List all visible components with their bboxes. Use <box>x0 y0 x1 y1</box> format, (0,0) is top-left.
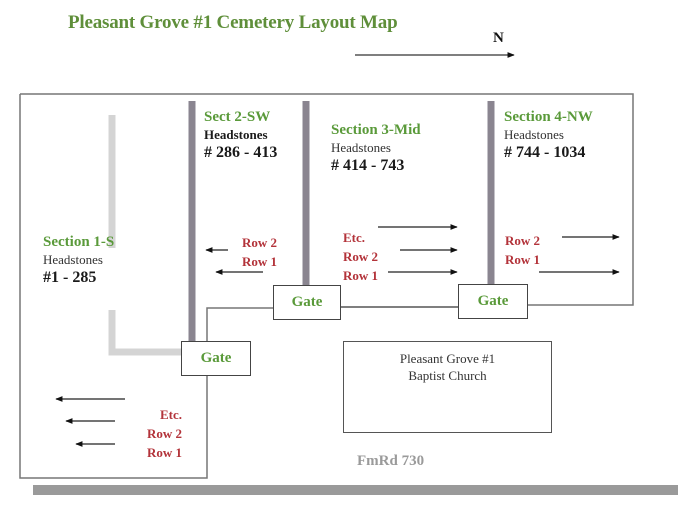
section-subtitle: Headstones <box>504 127 564 142</box>
cemetery-boundary <box>19 93 634 479</box>
section-subtitle: Headstones <box>331 140 391 155</box>
row-label: Row 2 <box>242 235 278 250</box>
section-title: Section 3-Mid <box>331 122 421 138</box>
row-label: Etc. <box>343 230 366 245</box>
section-title: Sect 2-SW <box>204 109 271 125</box>
church-name-line1: Pleasant Grove #1 <box>399 351 496 366</box>
headstone-range: # 286 - 413 <box>204 144 278 161</box>
section-3-mid[interactable]: Section 3-Mid Headstones # 414 - 743 <box>331 121 421 176</box>
walkway-light <box>108 115 182 356</box>
section-4-rows: Row 2 Row 1 <box>505 231 540 269</box>
row-label: Row 2 <box>343 249 379 264</box>
gate-south[interactable]: Gate <box>181 341 251 376</box>
headstone-range: #1 - 285 <box>43 269 97 286</box>
gate-middle[interactable]: Gate <box>273 285 341 320</box>
row-label: Etc. <box>159 407 182 422</box>
row-label: Row 1 <box>505 252 541 267</box>
section-2-sw[interactable]: Sect 2-SW Headstones # 286 - 413 <box>204 108 277 163</box>
gate-north[interactable]: Gate <box>458 284 528 319</box>
section-1-rows: Etc. Row 2 Row 1 <box>130 405 182 462</box>
compass-north-label: N <box>493 30 504 46</box>
section-title: Section 1-S <box>43 234 115 250</box>
road-label: FmRd 730 <box>357 453 425 469</box>
section-subtitle: Headstones <box>43 252 103 267</box>
headstone-range: # 414 - 743 <box>331 157 405 174</box>
map-title: Pleasant Grove #1 Cemetery Layout Map <box>68 12 398 33</box>
baptist-church[interactable]: Pleasant Grove #1 Baptist Church <box>343 341 552 433</box>
section-2-rows: Row 2 Row 1 <box>242 233 277 271</box>
section-4-nw[interactable]: Section 4-NW Headstones # 744 - 1034 <box>504 108 593 163</box>
row-label: Row 1 <box>146 445 182 460</box>
row-label: Row 1 <box>343 268 379 283</box>
section-1-s[interactable]: Section 1-S Headstones #1 - 285 <box>43 233 114 288</box>
row-label: Row 2 <box>505 233 541 248</box>
section-3-rows: Etc. Row 2 Row 1 <box>343 228 378 285</box>
row-label: Row 1 <box>242 254 278 269</box>
row-label: Row 2 <box>146 426 182 441</box>
church-name-line2: Baptist Church <box>408 368 487 383</box>
section-subtitle: Headstones <box>204 127 268 142</box>
section-title: Section 4-NW <box>504 109 593 125</box>
headstone-range: # 744 - 1034 <box>504 144 586 161</box>
road-fmrd-730 <box>33 485 678 495</box>
